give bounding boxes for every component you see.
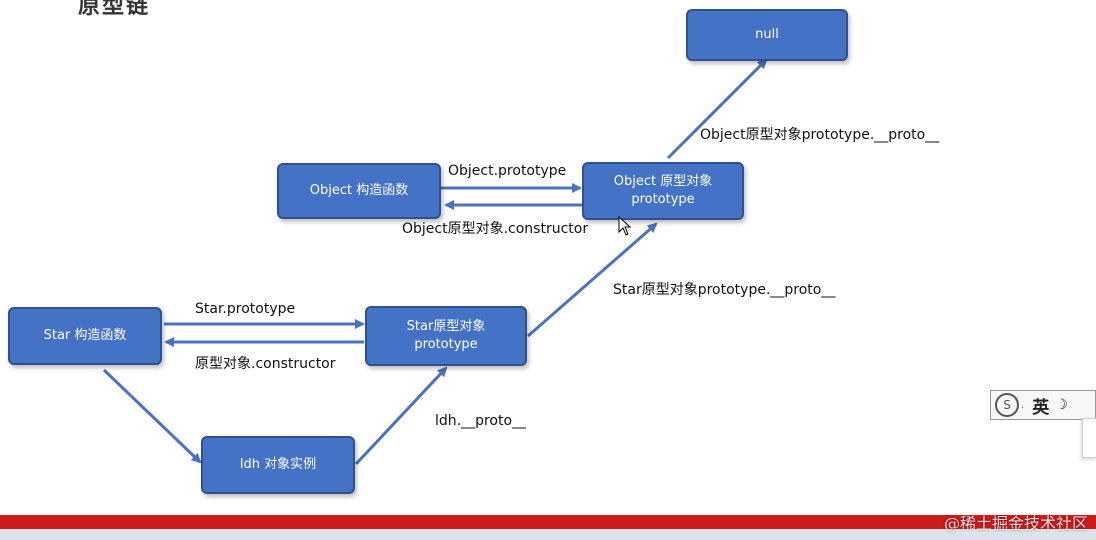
label-object-prototype: Object.prototype <box>448 163 567 179</box>
label-object-proto-to-null: Object原型对象prototype.__proto__ <box>700 127 940 143</box>
label-star-proto-to-object-proto: Star原型对象prototype.__proto__ <box>613 282 836 298</box>
node-ldh-instance-label: ldh 对象实例 <box>239 457 317 472</box>
node-object-constructor[interactable]: Object 构造函数 <box>277 163 441 219</box>
mouse-cursor-icon <box>618 216 632 236</box>
node-object-constructor-label: Object 构造函数 <box>309 183 409 198</box>
node-star-prototype-sublabel: prototype <box>414 337 478 352</box>
arrow-ldh-proto <box>354 366 448 466</box>
node-star-constructor[interactable]: Star 构造函数 <box>8 307 162 365</box>
node-null[interactable]: null <box>686 9 848 61</box>
node-null-label: null <box>755 27 779 42</box>
moon-icon[interactable]: ☽ <box>1055 397 1068 413</box>
watermark: @稀土掘金技术社区 <box>943 514 1088 533</box>
arrow-star-ctor-to-ldh <box>102 368 202 464</box>
node-object-prototype-label: Object 原型对象 <box>613 174 713 189</box>
node-star-prototype[interactable]: Star原型对象 prototype <box>365 306 527 366</box>
bottom-red-bar <box>0 515 1096 529</box>
ime-language-toggle[interactable]: 英 <box>1032 397 1050 418</box>
ime-side-panel[interactable] <box>1082 418 1096 458</box>
label-star-constructor: 原型对象.constructor <box>195 356 336 372</box>
arrow-object-proto-to-null <box>666 58 768 160</box>
label-star-prototype: Star.prototype <box>195 301 296 317</box>
slide-title: 原型链 <box>78 0 151 19</box>
node-object-prototype-sublabel: prototype <box>631 192 695 207</box>
node-star-constructor-label: Star 构造函数 <box>43 328 127 343</box>
ime-separator: . <box>1021 399 1025 411</box>
label-ldh-proto: ldh.__proto__ <box>435 413 527 429</box>
node-star-prototype-label: Star原型对象 <box>406 319 486 334</box>
sogou-logo-icon[interactable]: S <box>995 393 1019 417</box>
bottom-strip <box>0 529 1096 540</box>
label-object-constructor: Object原型对象.constructor <box>402 221 589 237</box>
node-ldh-instance[interactable]: ldh 对象实例 <box>201 436 355 494</box>
ime-toolbar[interactable]: S . 英 ☽ <box>990 390 1096 420</box>
arrow-star-proto-to-object-proto <box>527 222 658 338</box>
node-object-prototype[interactable]: Object 原型对象 prototype <box>582 162 744 220</box>
